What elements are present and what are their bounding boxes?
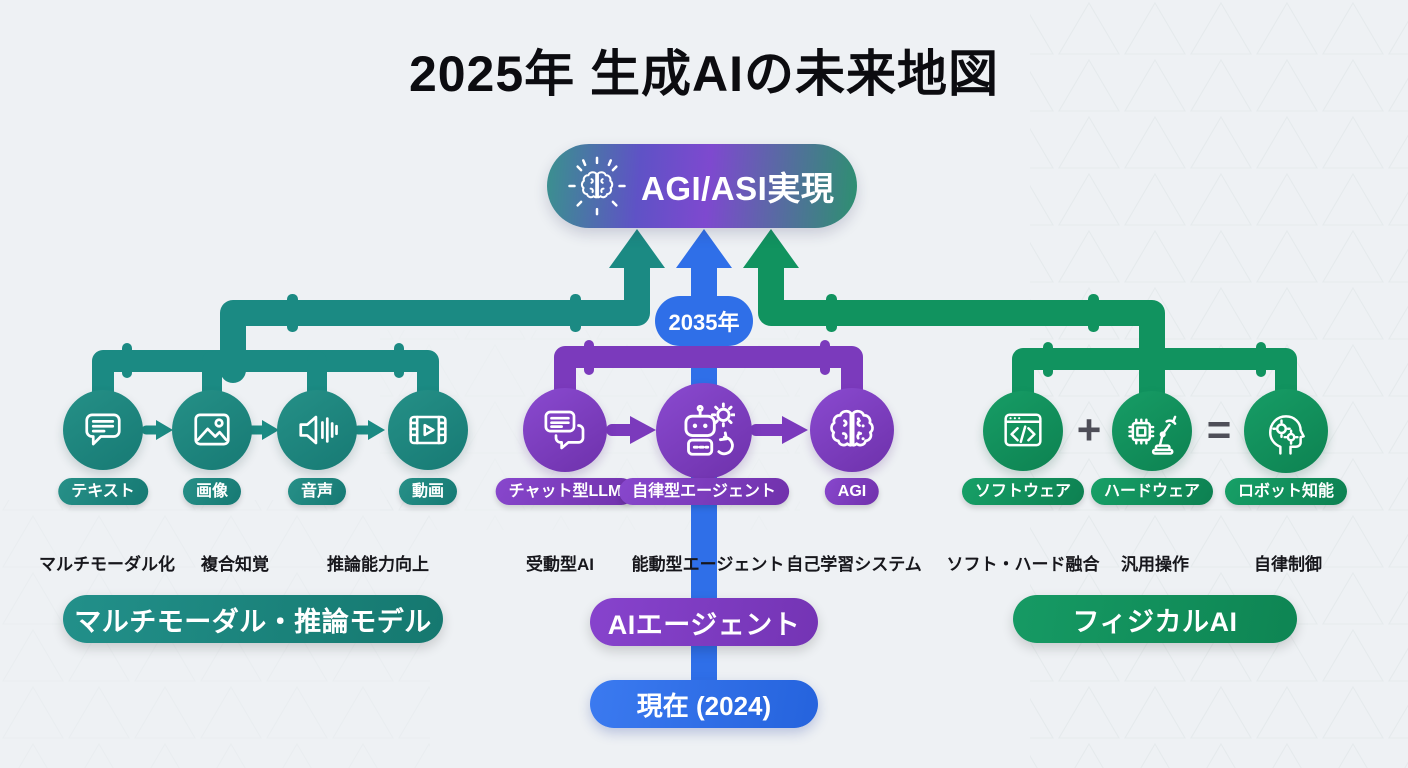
robot-gear-icon [684,402,735,456]
plus-operator: + [1076,406,1102,453]
milestone-self-learning: 自己学習システム [786,555,922,574]
milestone-passive-ai: 受動型AI [526,555,594,574]
tag-text: テキスト [58,478,148,505]
tag-software: ソフトウェア [961,478,1085,505]
audio-icon [299,415,338,445]
node-text [63,390,143,470]
node-chat-llm [523,388,607,472]
chip-robot-arm-icon [1128,415,1177,455]
video-icon [409,415,447,445]
brain-circuit-icon [824,402,880,458]
category-physical-ai: フィジカルAI [1013,595,1297,643]
brain-rays-icon [567,156,627,216]
milestone-general-operation: 汎用操作 [1121,555,1189,574]
future-year-pill: 2035年 [655,296,753,346]
text-chat-icon [85,413,121,446]
tag-robot-intelligence: ロボット知能 [1224,478,1348,505]
milestone-composite-perception: 複合知覚 [201,555,269,574]
node-video [388,390,468,470]
right-branch-pipes [743,229,1297,411]
milestone-autonomous-control: 自律制御 [1254,555,1322,574]
chat-llm-icon [544,410,585,450]
milestone-multimodal: マルチモーダル化 [39,555,175,574]
tag-agi: AGI [824,478,880,505]
page-title: 2025年 生成AIの未来地図 [408,46,1000,102]
center-branch-pipes [554,340,863,444]
category-ai-agent: AIエージェント [590,598,818,646]
milestone-active-agent: 能動型エージェント [631,555,785,574]
node-hardware [1112,391,1192,471]
tag-agent: 自律型エージェント [619,478,789,505]
category-multimodal-reasoning: マルチモーダル・推論モデル [63,595,443,643]
node-robot-intelligence [1244,389,1328,473]
head-gears-icon [1269,415,1305,455]
node-audio [277,390,357,470]
tag-chat-llm: チャット型LLM [495,478,635,505]
node-image [172,390,252,470]
image-icon [194,413,230,446]
tag-hardware: ハードウェア [1090,478,1214,505]
milestone-soft-hard-fusion: ソフト・ハード融合 [946,555,1100,574]
milestone-reasoning: 推論能力向上 [327,555,429,574]
equals-operator: = [1206,406,1232,453]
tag-video: 動画 [398,478,458,505]
tag-audio: 音声 [287,478,347,505]
node-agent [656,383,752,479]
code-window-icon [1004,413,1042,447]
node-software [983,391,1063,471]
tag-image: 画像 [182,478,242,505]
goal-label: AGI/ASI実現 [641,170,835,207]
node-agi [810,388,894,472]
present-year-pill: 現在 (2024) [590,680,818,728]
goal-pill: AGI/ASI実現 [547,144,857,228]
